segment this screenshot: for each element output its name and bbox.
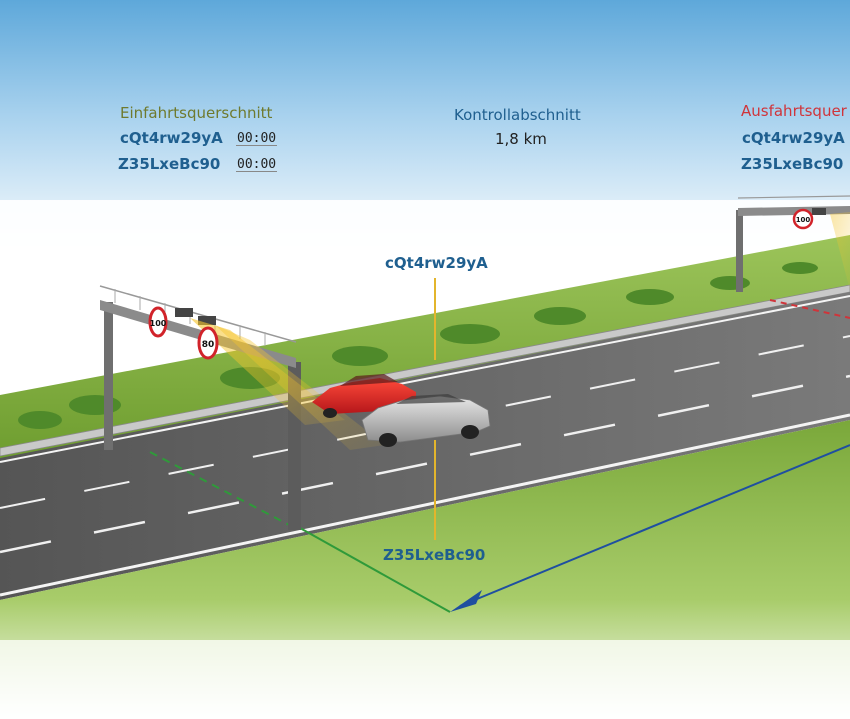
control-section-title: Kontrollabschnitt — [454, 106, 581, 124]
camera-beam-left-2 — [215, 325, 385, 450]
lane-marking-2 — [0, 374, 850, 554]
section-start-line — [299, 527, 451, 613]
exit-plate-1: cQt4rw29yA — [742, 129, 845, 147]
speed-sign-80-text: 80 — [202, 340, 215, 350]
entry-plate-1: cQt4rw29yA — [120, 129, 223, 147]
entry-time-1: 00:00 — [236, 131, 278, 146]
red-car-plate-label: cQt4rw29yA — [385, 254, 488, 272]
speed-sign-100-left: 100 — [148, 306, 168, 338]
speed-sign-100-right: 100 — [792, 208, 814, 230]
foreground-fade — [0, 640, 850, 719]
road-edge-near — [0, 413, 850, 597]
section-arrow-head — [450, 590, 482, 612]
section-length-arrow — [459, 444, 850, 607]
entry-time-2: 00:00 — [236, 157, 278, 172]
silver-car — [361, 394, 491, 447]
control-section-distance: 1,8 km — [495, 130, 547, 148]
exit-plate-2: Z35LxeBc90 — [741, 155, 844, 173]
entry-section-title: Einfahrtsquerschnitt — [120, 104, 273, 122]
road — [0, 292, 850, 600]
entry-plate-2: Z35LxeBc90 — [118, 155, 221, 173]
exit-section-line — [769, 299, 850, 319]
speed-sign-100-right-text: 100 — [796, 216, 811, 224]
road-edge-far — [0, 295, 850, 463]
speed-sign-80: 80 — [197, 326, 219, 360]
right-gantry — [736, 195, 850, 292]
speed-sign-100-text: 100 — [150, 319, 167, 328]
silver-car-plate-label: Z35LxeBc90 — [383, 546, 486, 564]
exit-section-title: Ausfahrtsquer — [741, 102, 847, 120]
guardrail — [0, 284, 850, 457]
